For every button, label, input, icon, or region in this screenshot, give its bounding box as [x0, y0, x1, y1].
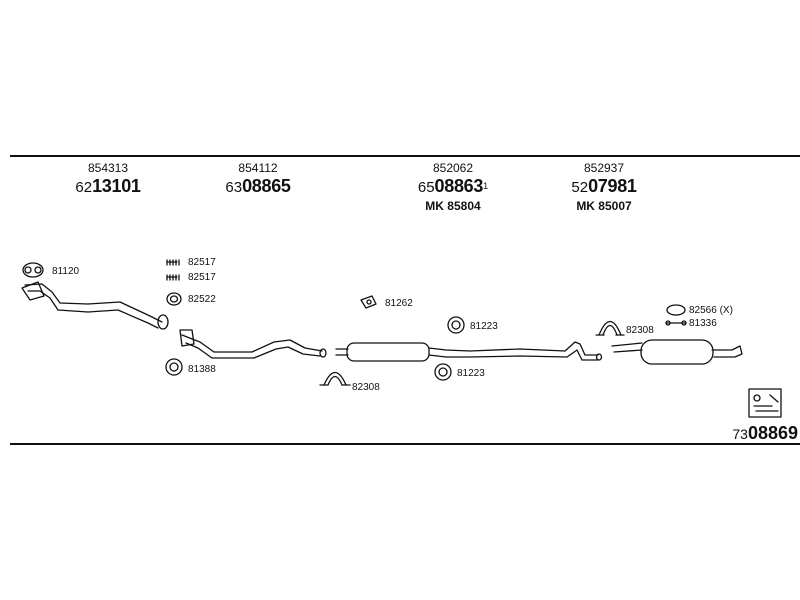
label-hanger-mid: 81262: [385, 298, 413, 309]
ring-icon: [447, 316, 465, 334]
header-part-front-pipe: 854313 6213101: [75, 161, 141, 198]
footer-kit-number: 7308869: [732, 423, 798, 443]
label-bolt-2: 82517: [188, 272, 216, 283]
hanger-icon: [665, 320, 687, 326]
header-part-rear-silencer: 852937 5207981 MK 85007: [571, 161, 637, 214]
clamp-icon: [319, 371, 351, 386]
label-bolt-1: 82517: [188, 257, 216, 268]
hanger-icon: [360, 295, 377, 309]
bolt-icon: [166, 259, 180, 266]
rear-silencer-icon: [611, 339, 743, 365]
part-number: 65088631: [417, 176, 489, 196]
gasket-icon: [22, 262, 44, 278]
bolt-icon: [166, 274, 180, 281]
clamp-icon: [595, 320, 625, 336]
part-code: 852937: [583, 161, 625, 175]
bottom-divider: [10, 443, 800, 445]
label-ring-mid-bottom: 81223: [457, 368, 485, 379]
middle-silencer-icon: [335, 341, 603, 362]
part-code: 854313: [87, 161, 129, 175]
part-code: 854112: [238, 161, 278, 175]
label-clamp-rear: 82308: [626, 325, 654, 336]
label-clamp-mid: 82308: [352, 382, 380, 393]
label-ring-mid-top: 81223: [470, 321, 498, 332]
ring-icon: [434, 363, 452, 381]
label-ring-lower: 81388: [188, 364, 216, 375]
part-number: 6213101: [75, 176, 141, 196]
mk-code: MK 85007: [576, 199, 632, 213]
ring-icon: [165, 358, 183, 376]
clip-icon: [666, 304, 686, 316]
label-ring-front: 82522: [188, 294, 216, 305]
part-code: 852062: [432, 161, 474, 175]
ring-icon: [166, 292, 182, 306]
top-divider: [10, 155, 800, 157]
label-clip-rear: 82566 (X): [689, 305, 733, 316]
toolkit-icon: [748, 388, 782, 418]
header-part-intermediate-pipe: 854112 6308865: [225, 161, 291, 198]
intermediate-pipe-icon: [179, 329, 327, 359]
front-pipe-icon: [21, 281, 169, 330]
part-number: 6308865: [225, 176, 291, 196]
label-gasket-front: 81120: [52, 266, 80, 277]
header-part-middle-silencer: 852062 65088631 MK 85804: [418, 161, 488, 214]
part-number: 5207981: [571, 176, 637, 196]
label-hanger-rear: 81336: [689, 318, 717, 329]
mk-code: MK 85804: [425, 199, 481, 213]
